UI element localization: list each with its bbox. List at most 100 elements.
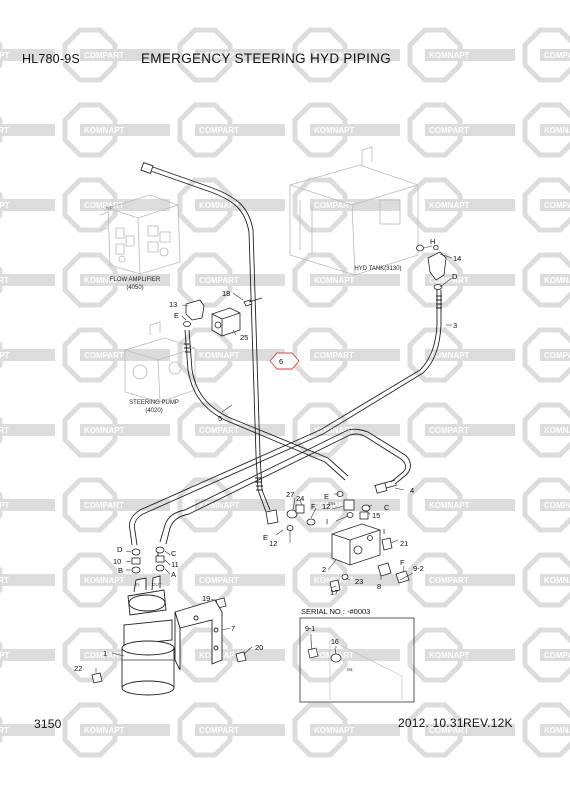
steering-pump-label: STEERING PUMP bbox=[129, 400, 179, 406]
callout-c14: 14 bbox=[453, 254, 461, 263]
watermark-tile: KOMNAPT bbox=[292, 252, 400, 308]
callout-c5: 5 bbox=[218, 414, 222, 423]
model-number: HL780-9S bbox=[22, 52, 80, 66]
component-labels: FLOW AMPLIFIER (4050) HYD TANK(3130) STE… bbox=[110, 266, 402, 414]
callout-cC2: C bbox=[171, 549, 177, 558]
watermark-tile: COMPART bbox=[0, 416, 55, 444]
watermark-text: KOMNAPT bbox=[544, 426, 570, 435]
hp-label: HP bbox=[106, 206, 114, 212]
watermark-text: COMPART bbox=[199, 576, 239, 585]
watermark-text: COMPART bbox=[84, 351, 124, 360]
leader-lines bbox=[95, 245, 453, 673]
watermark-tile: COMPART bbox=[0, 716, 55, 744]
serial-ml-mark: ML bbox=[347, 667, 354, 672]
callout-c20: 20 bbox=[255, 643, 263, 652]
watermark-text: COMPART bbox=[544, 51, 570, 60]
watermark-text: COMPART bbox=[84, 501, 124, 510]
callout-cD1: D bbox=[452, 272, 458, 281]
watermark-tile: KOMNAPT bbox=[177, 177, 285, 233]
callout-c17: 17 bbox=[330, 588, 338, 597]
callout-c24: 24 bbox=[296, 494, 304, 503]
callout-cI1: I bbox=[326, 517, 328, 526]
callout-c22: 22 bbox=[74, 664, 82, 673]
watermark-tile: KOMNAPT bbox=[522, 402, 570, 458]
watermark-tile: KOMNAPT bbox=[407, 627, 515, 683]
watermark-text: KOMNAPT bbox=[84, 726, 125, 735]
watermark-text: KOMNAPT bbox=[84, 576, 125, 585]
fittings bbox=[91, 244, 447, 684]
watermark-tile: COMPART bbox=[62, 477, 170, 533]
watermark-text: KOMNAPT bbox=[429, 351, 470, 360]
item-6-hex-tag bbox=[269, 352, 300, 370]
watermark-tile: KOMNAPT bbox=[177, 627, 285, 683]
watermark-tile: KOMNAPT bbox=[292, 702, 400, 758]
hyd-tank-drawing bbox=[289, 146, 419, 276]
watermark-tile: COMPART bbox=[407, 552, 515, 608]
watermark-text: KOMNAPT bbox=[199, 51, 240, 60]
watermark-tile: KOMNAPT bbox=[177, 327, 285, 383]
callout-cE3: E bbox=[263, 533, 268, 542]
watermark-text: KOMNAPT bbox=[84, 126, 125, 135]
watermark-tile: COMPART bbox=[407, 102, 515, 158]
watermark-tile: COMPART bbox=[62, 327, 170, 383]
revision-date: 2012. 10.31 bbox=[398, 716, 464, 730]
watermark-text: COMPART bbox=[314, 501, 354, 510]
watermark-text: COMPART bbox=[544, 501, 570, 510]
callout-cF1: F bbox=[311, 502, 316, 511]
port-in-label: IN bbox=[135, 582, 140, 587]
watermark-tile: COMPART bbox=[522, 627, 570, 683]
callout-c12a: 12 bbox=[322, 502, 330, 511]
callout-c12b: 12 bbox=[269, 539, 277, 548]
callout-cF2: F bbox=[400, 558, 405, 567]
watermark-tile: COMPART bbox=[292, 477, 400, 533]
watermark-text: KOMNAPT bbox=[84, 426, 125, 435]
watermark-text: COMPART bbox=[544, 201, 570, 210]
serial-no-box bbox=[299, 617, 415, 703]
callout-c21: 21 bbox=[400, 539, 408, 548]
watermark-tile: KOMNAPT bbox=[177, 27, 285, 83]
watermark-tile: KOMNAPT bbox=[292, 102, 400, 158]
callout-cD2: D bbox=[117, 545, 123, 554]
watermark-text: KOMNAPT bbox=[429, 501, 470, 510]
callout-c8: 8 bbox=[377, 582, 381, 591]
watermark-text: KOMNAPT bbox=[314, 576, 355, 585]
watermark-tile: KOMNAPT bbox=[522, 252, 570, 308]
watermark-text: KOMNAPT bbox=[314, 726, 355, 735]
watermark-tile: KOMNAPT bbox=[0, 341, 55, 369]
watermark-tile: KOMNAPT bbox=[407, 27, 515, 83]
revision-code: REV.12K bbox=[463, 716, 513, 730]
watermark-text: KOMNAPT bbox=[544, 276, 570, 285]
watermark-tile: KOMNAPT bbox=[522, 552, 570, 608]
watermark-text: COMPART bbox=[429, 576, 469, 585]
callout-c19: 19 bbox=[202, 594, 210, 603]
watermark-text: KOMNAPT bbox=[0, 501, 10, 510]
callout-c10: 10 bbox=[113, 557, 121, 566]
watermark-text: KOMNAPT bbox=[544, 576, 570, 585]
watermark-tile: KOMNAPT bbox=[407, 477, 515, 533]
callout-c25: 25 bbox=[240, 333, 248, 342]
watermark-tile: COMPART bbox=[522, 327, 570, 383]
watermark-tile: COMPART bbox=[292, 27, 400, 83]
watermark-tile: KOMNAPT bbox=[407, 177, 515, 233]
callout-c15: 15 bbox=[372, 511, 380, 520]
watermark-text: KOMNAPT bbox=[314, 276, 355, 285]
watermark-text: KOMNAPT bbox=[314, 426, 355, 435]
watermark-tile: COMPART bbox=[0, 266, 55, 294]
callout-c6: 6 bbox=[279, 357, 283, 366]
watermark-tile: COMPART bbox=[0, 116, 55, 144]
watermark-tile: COMPART bbox=[522, 27, 570, 83]
watermark-tile: KOMNAPT bbox=[0, 41, 55, 69]
callout-c4: 4 bbox=[410, 486, 414, 495]
watermark-text: KOMNAPT bbox=[314, 126, 355, 135]
port-sm-label: SM bbox=[328, 501, 335, 506]
watermark-text: KOMNAPT bbox=[199, 351, 240, 360]
watermark-text: COMPART bbox=[0, 126, 9, 135]
callout-c23: 23 bbox=[355, 577, 363, 586]
watermark-text: COMPART bbox=[429, 426, 469, 435]
callout-c13: 13 bbox=[169, 300, 177, 309]
watermark-tile: KOMNAPT bbox=[0, 191, 55, 219]
watermark-text: COMPART bbox=[0, 726, 9, 735]
watermark-text: COMPART bbox=[544, 651, 570, 660]
